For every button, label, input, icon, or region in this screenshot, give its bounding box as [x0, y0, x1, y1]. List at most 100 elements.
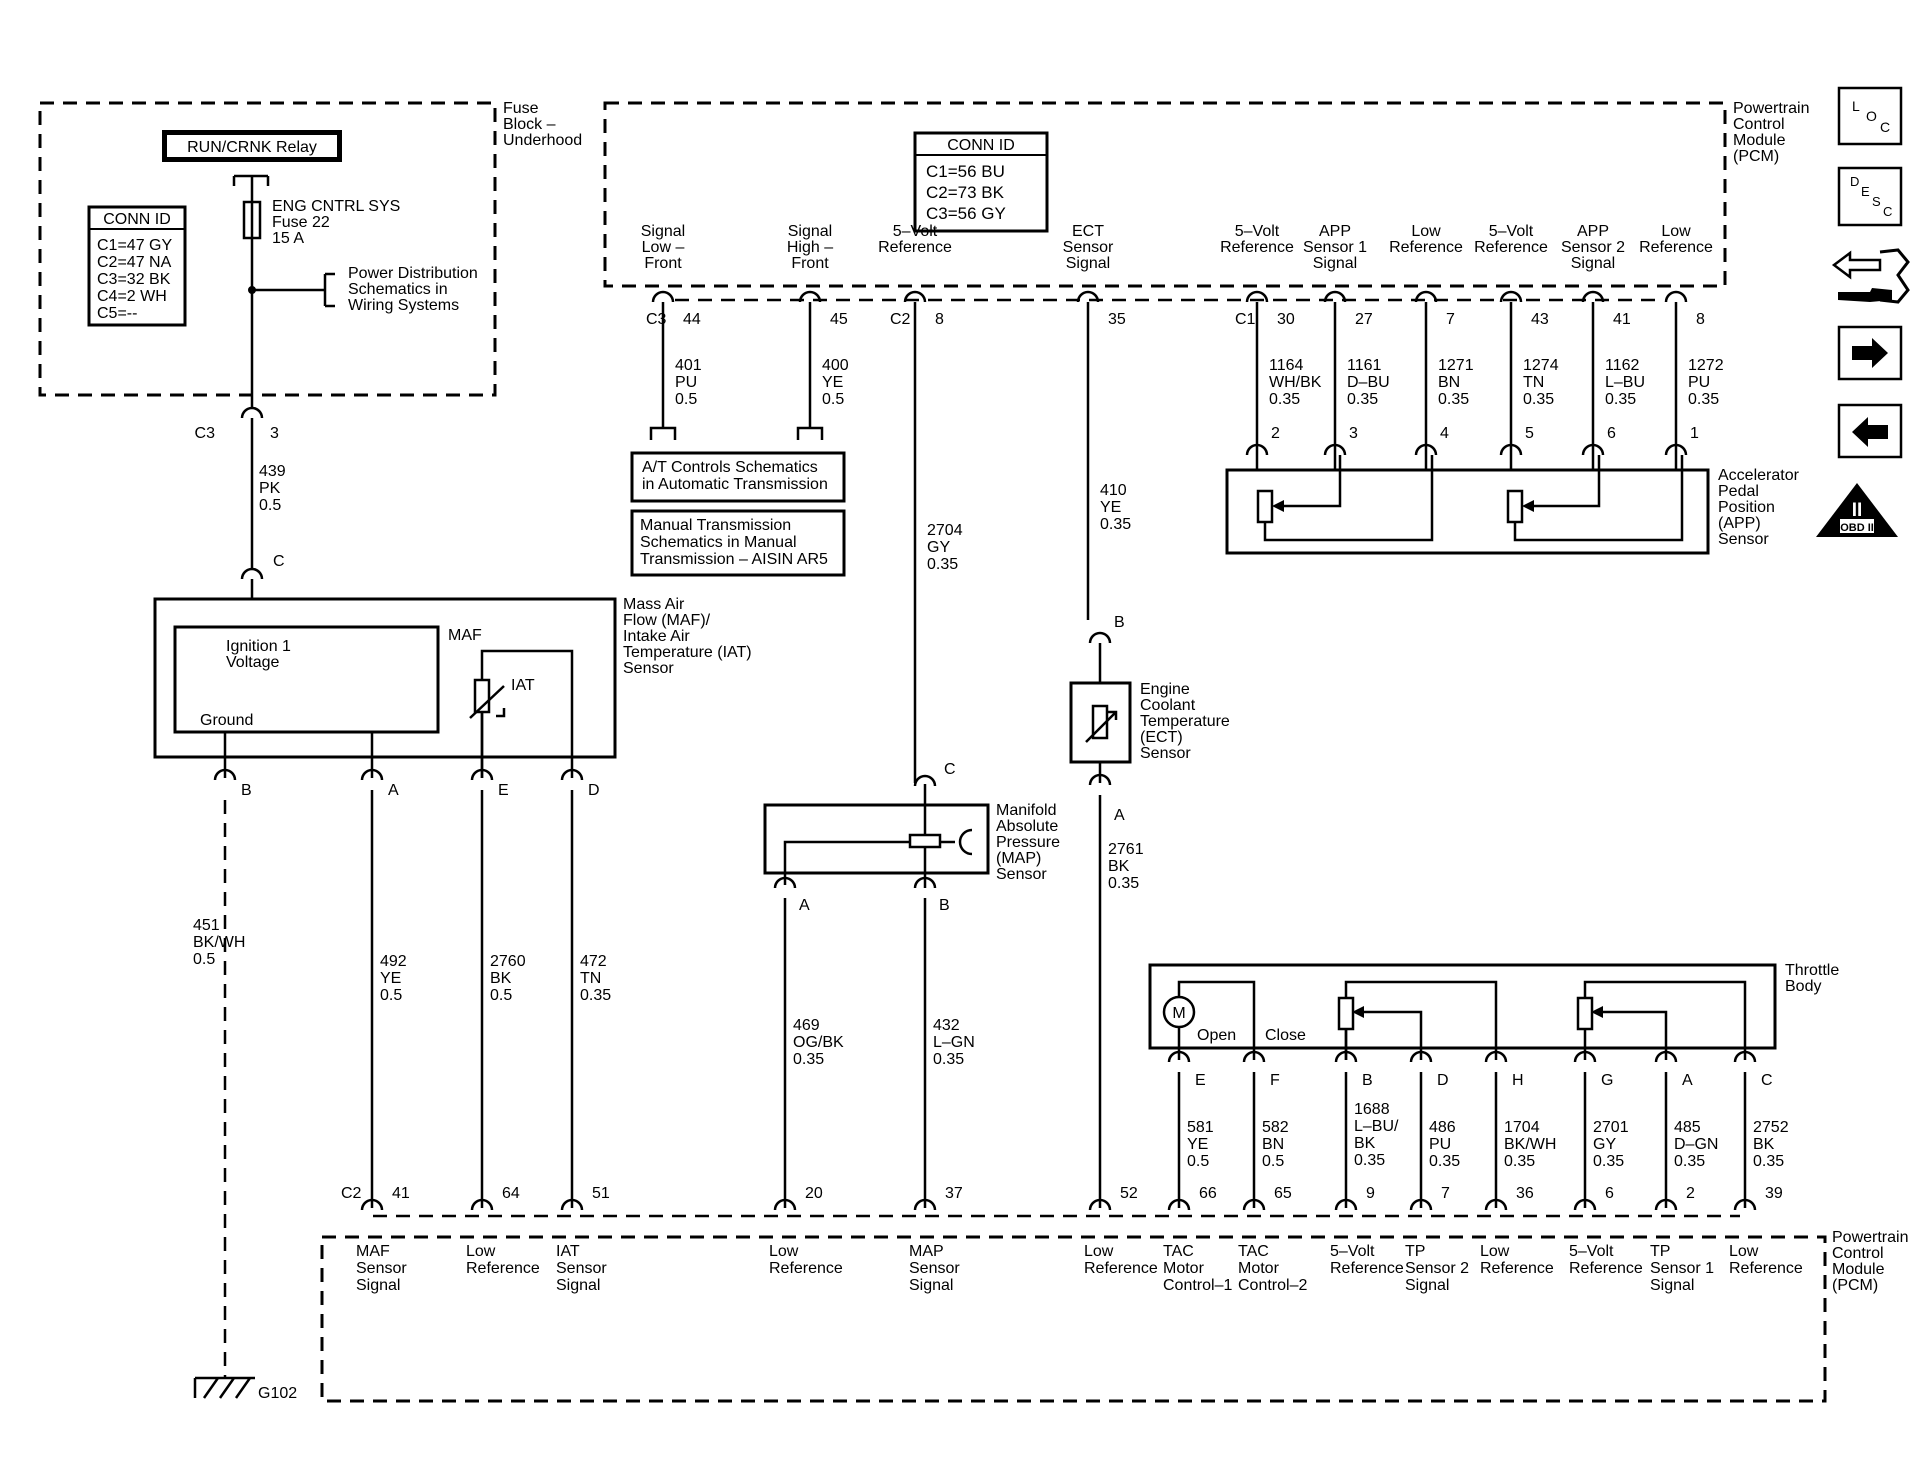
previous-page-button[interactable] — [1837, 403, 1903, 459]
pcm-bottom-pin-number: 2 — [1686, 1185, 1695, 1202]
throttle-body-pin — [1484, 1050, 1508, 1063]
app-sensor-pin-label: 1 — [1690, 425, 1699, 442]
pcm-top-pin-number: 8 — [935, 311, 944, 328]
tac-motor-label: M — [1172, 1005, 1185, 1022]
obd-ii-label: OBD II — [1840, 522, 1874, 534]
pcm-conn-id-title: CONN ID — [947, 137, 1015, 154]
pcm-bottom-pin-number: 65 — [1274, 1185, 1292, 1202]
fuse-out-conn: C3 — [195, 425, 216, 442]
pcm-top-pin-number: 41 — [1613, 311, 1631, 328]
pcm-top-pin-number: 44 — [683, 311, 701, 328]
loc-button[interactable]: L O C — [1837, 86, 1903, 146]
pcm-top-pin-connector — [903, 290, 927, 303]
pcm-bottom-pin-connector — [1334, 1198, 1358, 1211]
throttle-open-label: Open — [1197, 1027, 1236, 1044]
maf-label: MAF — [448, 627, 482, 644]
pcm-bottom-pin-number: 51 — [592, 1185, 610, 1202]
pcm-bottom-pin-connector — [560, 1198, 584, 1211]
pcm-bottom-pin-connector — [1654, 1198, 1678, 1211]
throttle-body-pin-label: H — [1512, 1072, 1524, 1089]
app-sensor-pin — [1245, 443, 1269, 456]
throttle-body-pin-label: F — [1270, 1072, 1280, 1089]
pcm-bottom-pin-connector — [1167, 1198, 1191, 1211]
maf-element-box — [173, 625, 440, 734]
pcm-bottom-pin-number: 41 — [392, 1185, 410, 1202]
pcm-top-pin-connector — [1245, 290, 1269, 303]
pcm-bottom-pin-number: 66 — [1199, 1185, 1217, 1202]
obd-ii-icon[interactable]: II OBD II — [1816, 483, 1898, 537]
pcm-top-pin-connector — [1664, 290, 1688, 303]
desc-letter-c: C — [1883, 204, 1892, 219]
throttle-body-box — [1148, 963, 1777, 1050]
next-page-button[interactable] — [1837, 325, 1903, 381]
maf-sensor-pin-label: A — [388, 782, 399, 799]
pcm-top-c3: C3 — [646, 311, 667, 328]
maf-iat-sensor-box — [153, 597, 617, 759]
pcm-bottom-pin-number: 9 — [1366, 1185, 1375, 1202]
connector-tool-icon[interactable] — [1831, 248, 1910, 304]
maf-sensor-pin — [213, 768, 237, 781]
ground-label: G102 — [258, 1385, 297, 1402]
throttle-body-pin — [1573, 1050, 1597, 1063]
pcm-top-pin-connector — [1076, 290, 1100, 303]
transmission-connector-stub — [649, 426, 677, 440]
maf-sensor-pin — [560, 768, 584, 781]
app-sensor1-resistor — [1256, 489, 1274, 524]
pcm-bottom-conn: C2 — [341, 1185, 362, 1202]
tp-sensor1-resistor — [1337, 996, 1355, 1031]
pcm-conn-id-table — [913, 131, 1049, 233]
ect-pin-b: B — [1114, 614, 1125, 631]
maf-sensor-pin-label: D — [588, 782, 600, 799]
pcm-bottom-box — [320, 1235, 1827, 1403]
loc-letter-l: L — [1852, 98, 1860, 114]
loc-letter-o: O — [1866, 108, 1877, 124]
app-sensor-box — [1225, 468, 1710, 555]
pcm-bottom-pin-number: 37 — [945, 1185, 963, 1202]
pcm-bottom-pin-connector — [470, 1198, 494, 1211]
app-sensor-pin — [1664, 443, 1688, 456]
map-sensor-pin-label: A — [799, 897, 810, 914]
pcm-top-pin-number: 8 — [1696, 311, 1705, 328]
pcm-bottom-pin-connector — [913, 1198, 937, 1211]
iat-label: IAT — [511, 677, 535, 694]
pcm-bottom-pin-number: 52 — [1120, 1185, 1138, 1202]
pcm-top-pin-connector — [651, 290, 675, 303]
maf-sensor-pin — [470, 768, 494, 781]
transmission-connector-stub — [796, 426, 824, 440]
pcm-top-c2: C2 — [890, 311, 911, 328]
desc-button[interactable]: D E S C — [1837, 166, 1903, 227]
pcm-bottom-pin-connector — [773, 1198, 797, 1211]
